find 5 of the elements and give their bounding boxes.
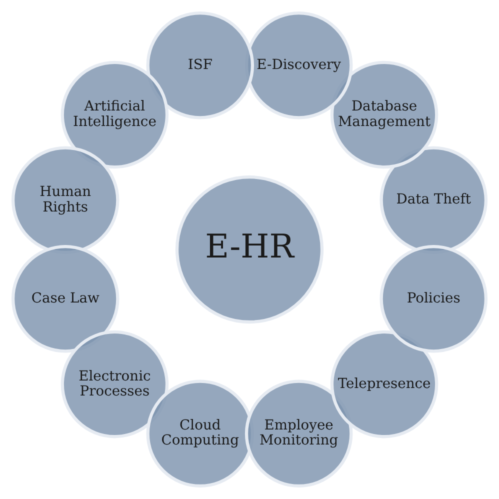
- node-circle: Case Law: [11, 244, 120, 353]
- node-circle: E-HR: [175, 175, 324, 324]
- node-circle: ISF: [146, 11, 254, 120]
- node-circle: Artificial Intelligence: [60, 60, 169, 169]
- node-circle: Policies: [380, 244, 488, 353]
